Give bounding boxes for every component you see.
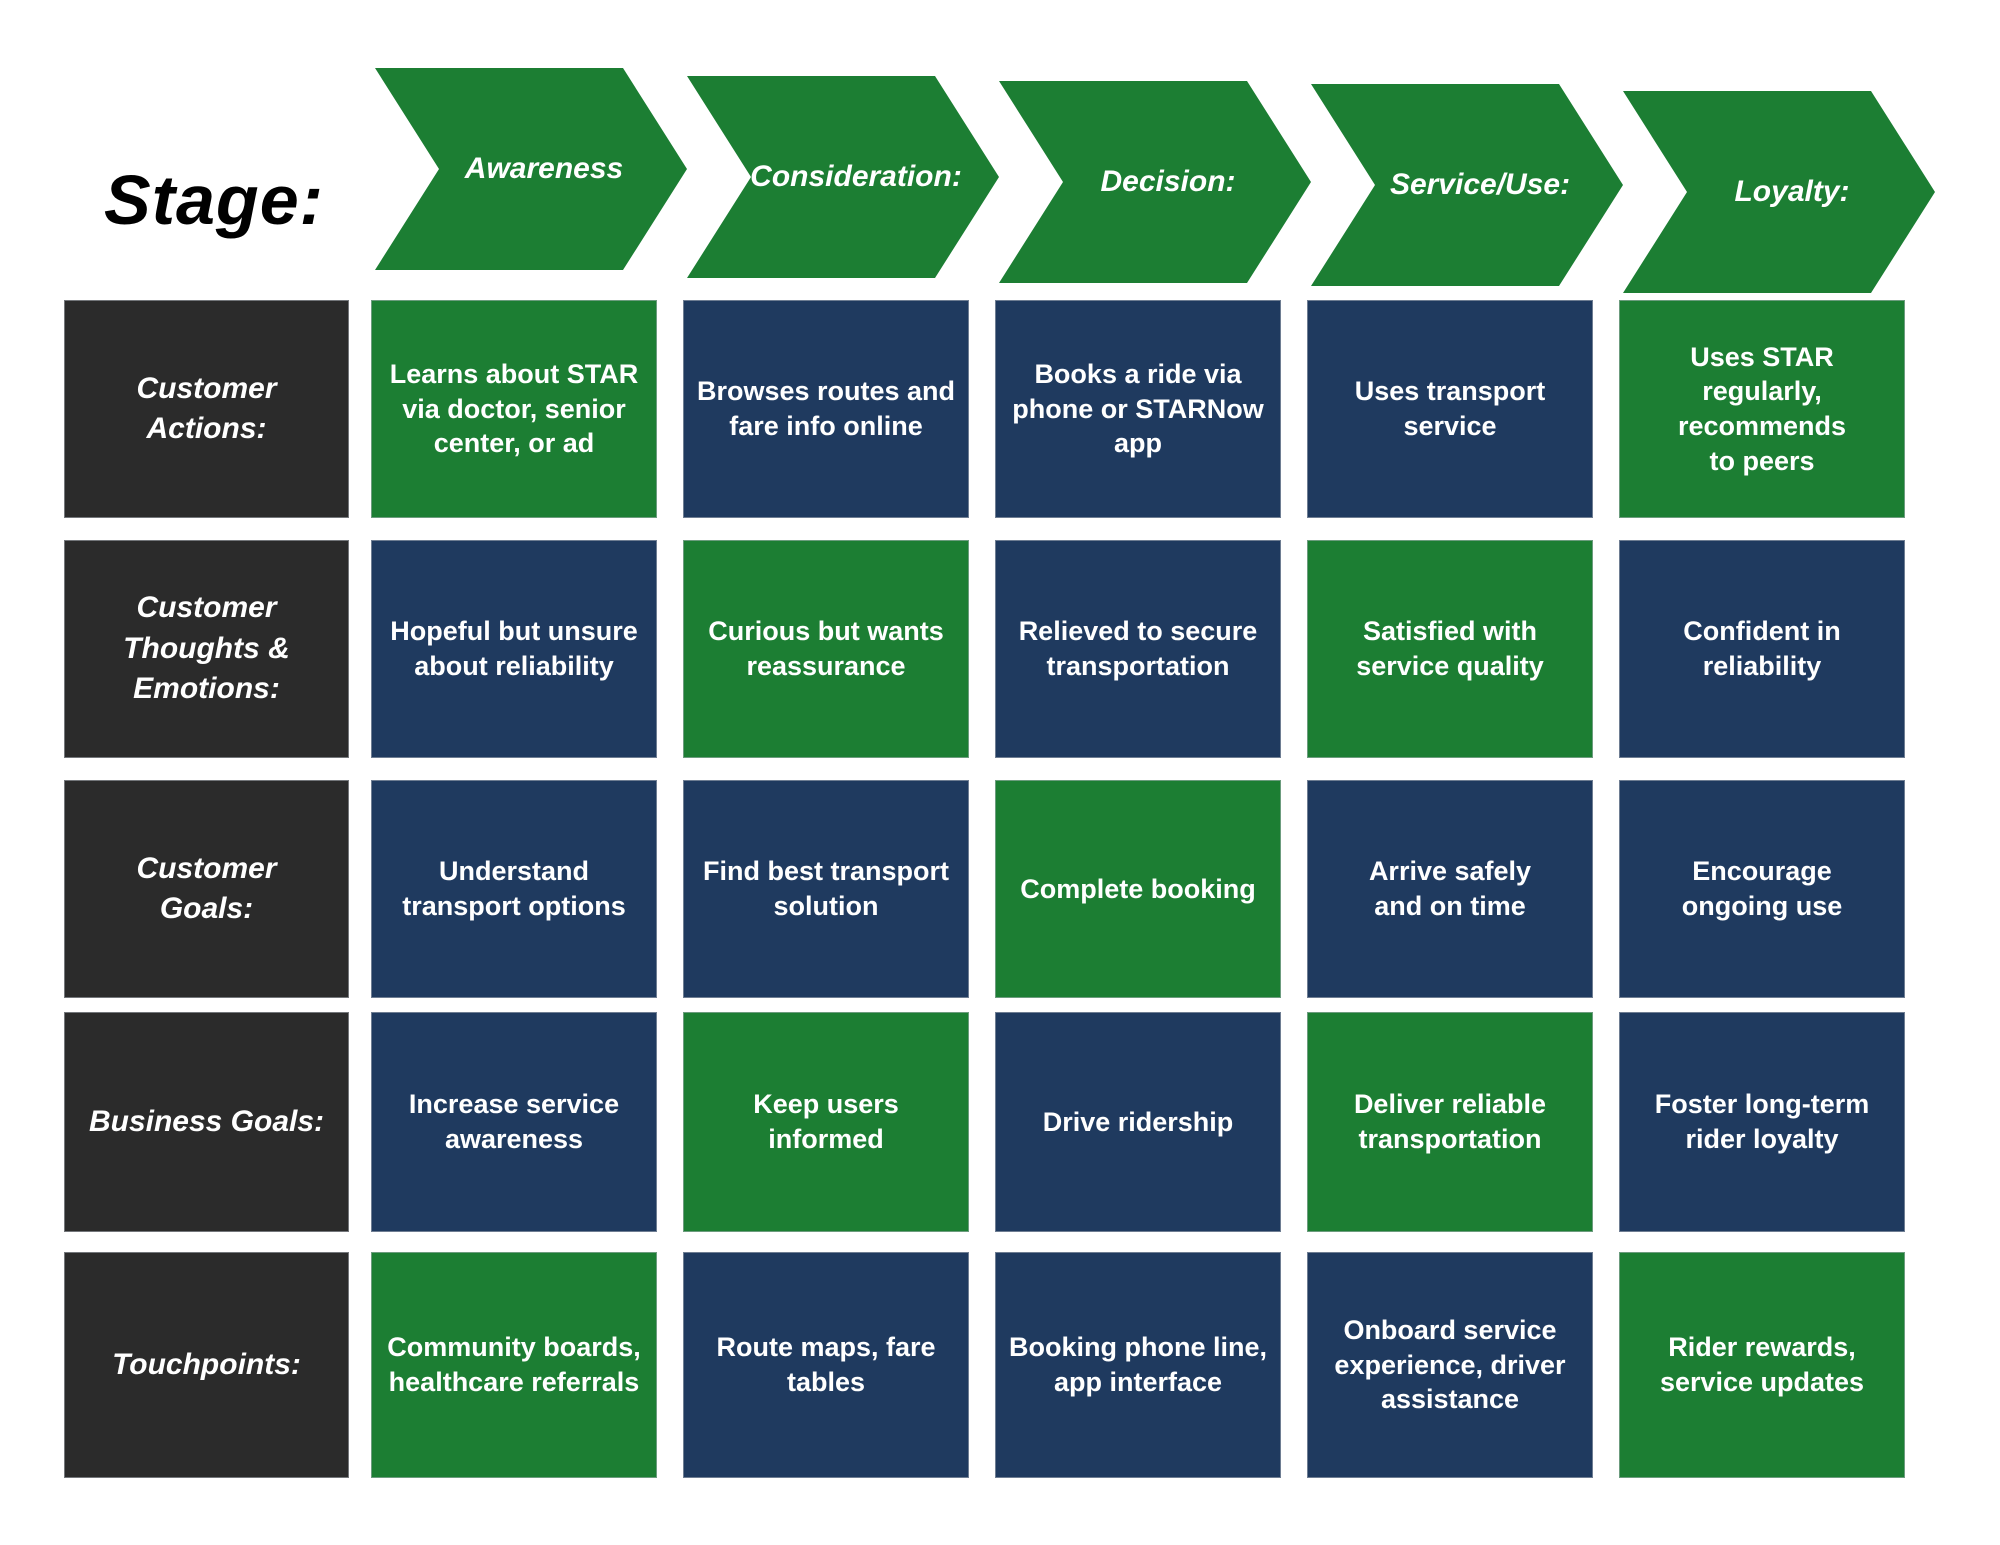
cell-business-goals-decision: Drive ridership bbox=[995, 1012, 1281, 1232]
cell-customer-goals-decision: Complete booking bbox=[995, 780, 1281, 998]
row-header-business-goals: Business Goals: bbox=[64, 1012, 349, 1232]
cell-touchpoints-consideration: Route maps, fare tables bbox=[683, 1252, 969, 1478]
cell-customer-actions-loyalty: Uses STAR regularly, recommends to peers bbox=[1619, 300, 1905, 518]
cell-thoughts-consideration: Curious but wants reassurance bbox=[683, 540, 969, 758]
cell-customer-goals-awareness: Understand transport options bbox=[371, 780, 657, 998]
cell-thoughts-awareness: Hopeful but unsure about reliability bbox=[371, 540, 657, 758]
cell-customer-goals-consideration: Find best transport solution bbox=[683, 780, 969, 998]
row-header-customer-goals: Customer Goals: bbox=[64, 780, 349, 998]
stage-arrow-loyalty: Loyalty: bbox=[1623, 91, 1935, 293]
stage-row-label: Stage: bbox=[104, 161, 324, 239]
cell-customer-actions-consideration: Browses routes and fare info online bbox=[683, 300, 969, 518]
cell-customer-goals-loyalty: Encourage ongoing use bbox=[1619, 780, 1905, 998]
row-header-customer-thoughts-emotions: Customer Thoughts & Emotions: bbox=[64, 540, 349, 758]
cell-touchpoints-decision: Booking phone line, app interface bbox=[995, 1252, 1281, 1478]
cell-business-goals-awareness: Increase service awareness bbox=[371, 1012, 657, 1232]
cell-thoughts-decision: Relieved to secure transportation bbox=[995, 540, 1281, 758]
stage-arrow-decision: Decision: bbox=[999, 81, 1311, 283]
cell-business-goals-loyalty: Foster long-term rider loyalty bbox=[1619, 1012, 1905, 1232]
cell-customer-actions-awareness: Learns about STAR via doctor, senior cen… bbox=[371, 300, 657, 518]
cell-thoughts-loyalty: Confident in reliability bbox=[1619, 540, 1905, 758]
cell-customer-actions-decision: Books a ride via phone or STARNow app bbox=[995, 300, 1281, 518]
cell-business-goals-service-use: Deliver reliable transportation bbox=[1307, 1012, 1593, 1232]
cell-touchpoints-service-use: Onboard service experience, driver assis… bbox=[1307, 1252, 1593, 1478]
cell-business-goals-consideration: Keep users informed bbox=[683, 1012, 969, 1232]
cell-customer-actions-service-use: Uses transport service bbox=[1307, 300, 1593, 518]
stage-arrow-awareness: Awareness bbox=[375, 68, 687, 270]
cell-customer-goals-service-use: Arrive safely and on time bbox=[1307, 780, 1593, 998]
row-header-customer-actions: Customer Actions: bbox=[64, 300, 349, 518]
stage-arrow-service-use: Service/Use: bbox=[1311, 84, 1623, 286]
stage-arrow-consideration: Consideration: bbox=[687, 76, 999, 278]
cell-touchpoints-awareness: Community boards, healthcare referrals bbox=[371, 1252, 657, 1478]
cell-touchpoints-loyalty: Rider rewards, service updates bbox=[1619, 1252, 1905, 1478]
cell-thoughts-service-use: Satisfied with service quality bbox=[1307, 540, 1593, 758]
row-header-touchpoints: Touchpoints: bbox=[64, 1252, 349, 1478]
